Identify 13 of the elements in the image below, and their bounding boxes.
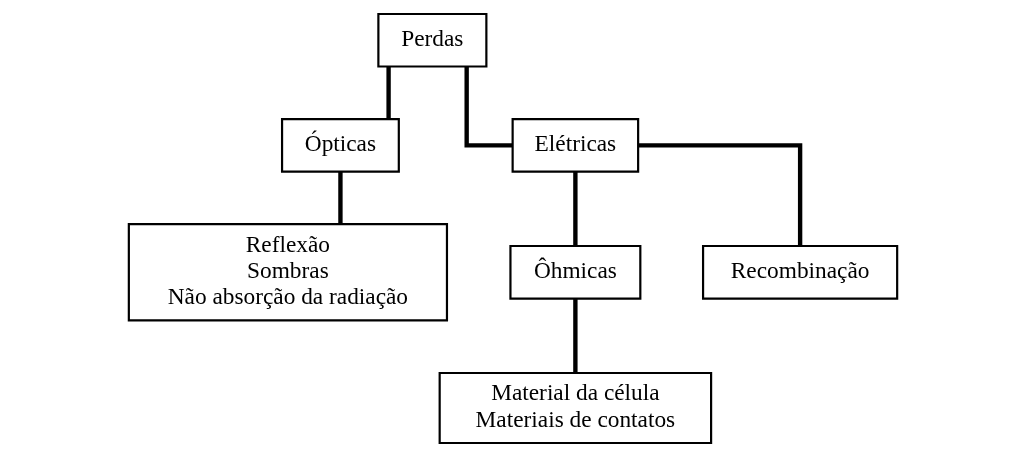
node-box: Reflexão Sombras Não absorção da radiação [127,223,448,322]
node-box: Material da célula Materiais de contatos [438,371,712,445]
node-box: Perdas [376,12,487,68]
connector [337,171,343,224]
node-box: Recombinação [701,244,898,300]
connector [464,66,512,148]
node-box: Ópticas [280,117,400,173]
node-box: Elétricas [511,117,639,173]
connector [572,171,578,246]
connector [572,299,578,373]
connector [385,66,391,119]
connector [638,143,802,246]
node-box: Ôhmicas [508,244,641,300]
